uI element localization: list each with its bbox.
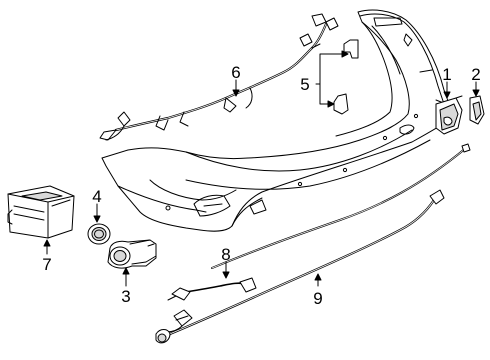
sensor-assembly-1	[435, 95, 463, 135]
callout-8: 8	[221, 245, 231, 264]
sensor-ring-4	[87, 223, 111, 245]
callout-4: 4	[92, 187, 102, 206]
sensor-cover-2	[469, 95, 485, 125]
bumper-seal-strip	[211, 143, 471, 269]
callout-5: 5	[300, 75, 310, 94]
callout-2: 2	[471, 65, 481, 84]
sensor-brackets	[333, 39, 359, 115]
callout-6: 6	[231, 63, 241, 82]
park-assist-module-7	[7, 185, 75, 239]
callout-3: 3	[121, 287, 131, 306]
callout-1: 1	[442, 65, 452, 84]
parking-sensor-wiring-harness	[99, 13, 339, 141]
callout-9: 9	[313, 289, 323, 308]
sensor-wire-8	[167, 277, 257, 301]
callout-7: 7	[42, 255, 52, 274]
bumper-harness-9	[155, 189, 445, 344]
callout-leaders	[43, 50, 480, 287]
parking-sensor-3	[107, 239, 157, 269]
